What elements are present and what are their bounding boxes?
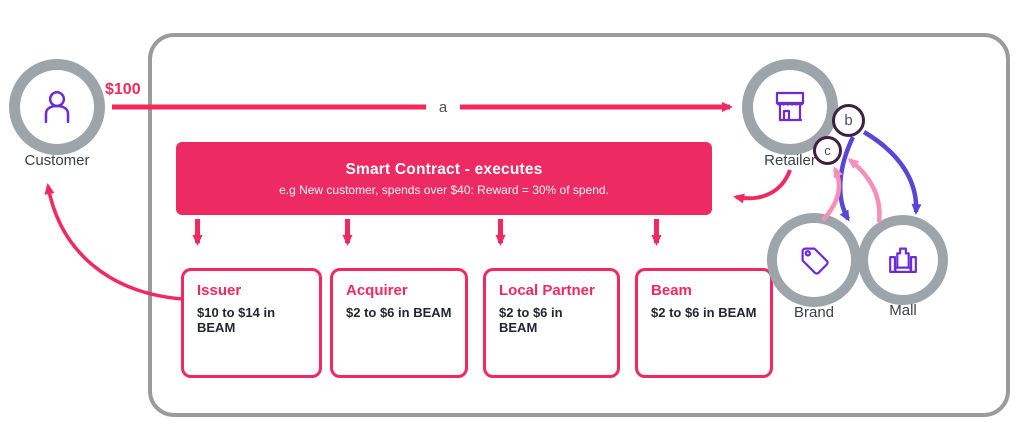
person-icon <box>44 91 70 123</box>
step-marker-b: b <box>832 104 865 137</box>
payout-box-beam: Beam $2 to $6 in BEAM <box>635 268 773 378</box>
payout-box-local-partner: Local Partner $2 to $6 in BEAM <box>483 268 620 378</box>
smart-contract-title: Smart Contract - executes <box>345 160 543 178</box>
step-marker-a: a <box>426 90 460 124</box>
mall-icon <box>889 247 917 273</box>
brand-label: Brand <box>793 304 835 321</box>
store-icon <box>775 91 805 122</box>
payout-box-acquirer: Acquirer $2 to $6 in BEAM <box>330 268 468 378</box>
payout-box-amount: $2 to $6 in BEAM <box>346 305 452 320</box>
mall-circle <box>867 224 939 296</box>
mall-label: Mall <box>889 302 917 319</box>
retailer-circle <box>752 69 828 145</box>
smart-contract-box: Smart Contract - executes e.g New custom… <box>176 142 712 215</box>
brand-node: Brand <box>767 213 861 321</box>
step-marker-c: c <box>813 136 842 165</box>
retailer-label: Retailer <box>764 152 816 169</box>
brand-circle <box>777 223 851 297</box>
mall-node: Mall <box>858 215 948 319</box>
payout-box-title: Local Partner <box>499 282 595 299</box>
tag-icon <box>801 247 829 275</box>
customer-node: Customer <box>9 59 105 169</box>
payment-amount-label: $100 <box>105 81 141 98</box>
retailer-node: Retailer <box>742 59 838 169</box>
payout-box-title: Issuer <box>197 282 242 299</box>
payout-box-amount: $10 to $14 in BEAM <box>197 305 276 335</box>
customer-label: Customer <box>24 152 90 169</box>
payout-box-issuer: Issuer $10 to $14 in BEAM <box>181 268 322 378</box>
payout-box-amount: $2 to $6 in BEAM <box>499 305 563 335</box>
payout-box-title: Acquirer <box>346 282 408 299</box>
payout-box-amount: $2 to $6 in BEAM <box>651 305 757 320</box>
customer-circle <box>19 69 95 145</box>
smart-contract-subtitle: e.g New customer, spends over $40: Rewar… <box>279 182 609 197</box>
payout-box-title: Beam <box>651 282 692 299</box>
